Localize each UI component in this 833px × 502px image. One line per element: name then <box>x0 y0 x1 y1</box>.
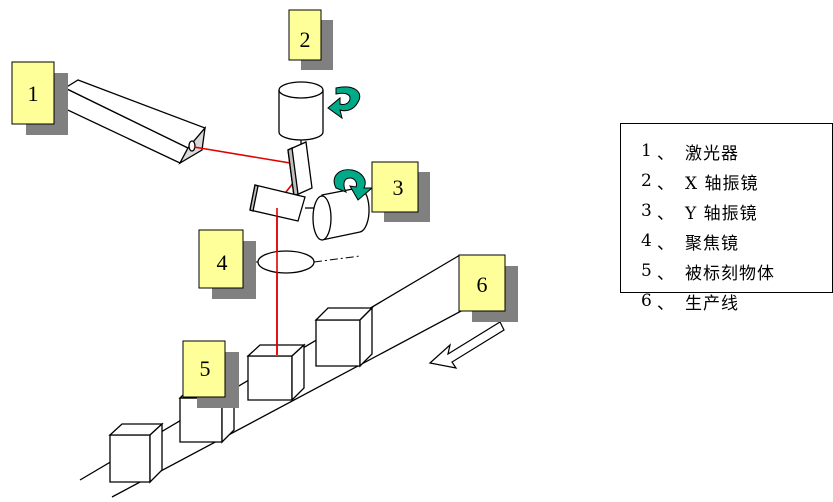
direction-arrow <box>428 321 505 369</box>
legend-item-text: 生产线 <box>685 293 739 314</box>
legend-item-text: 聚焦镜 <box>685 233 739 254</box>
callout-6: 6 <box>458 254 518 322</box>
rotation-arrow-icon <box>327 86 361 120</box>
legend-item-y-galvo: 3、Y 轴振镜 <box>641 196 832 226</box>
legend-item-x-galvo: 2、X 轴振镜 <box>641 166 832 196</box>
legend-item-text: Y 轴振镜 <box>685 203 758 224</box>
callout-5-label: 5 <box>200 356 211 381</box>
callout-4: 4 <box>198 229 256 299</box>
y-axis-galvo <box>249 184 370 241</box>
callout-6-label: 6 <box>477 272 488 297</box>
callout-4-label: 4 <box>217 250 228 275</box>
cube-4 <box>314 306 374 368</box>
legend-item-text: 激光器 <box>685 143 739 164</box>
laser <box>54 79 207 165</box>
legend-item-text: X 轴振镜 <box>685 173 759 194</box>
legend-item-production-line: 6、生产线 <box>641 286 832 316</box>
marked-objects <box>108 306 374 484</box>
legend-item-marked-object: 5、被标刻物体 <box>641 256 832 286</box>
rotation-arrow-icon <box>333 169 374 201</box>
legend-item-focusing-lens: 4、聚焦镜 <box>641 226 832 256</box>
callout-3-label: 3 <box>393 175 404 200</box>
callout-5: 5 <box>182 340 239 408</box>
callout-1-label: 1 <box>28 81 39 106</box>
cube-1 <box>108 422 164 484</box>
legend-item-laser: 1、激光器 <box>641 136 832 166</box>
callout-3: 3 <box>371 161 430 222</box>
callout-1: 1 <box>11 61 68 135</box>
focusing-lens <box>238 250 361 274</box>
cube-3 <box>246 343 306 402</box>
callout-2: 2 <box>288 9 333 70</box>
callout-2-label: 2 <box>300 27 311 52</box>
legend-box: 1、激光器 2、X 轴振镜 3、Y 轴振镜 4、聚焦镜 5、被标刻物体 6、生产… <box>620 123 833 314</box>
legend-item-text: 被标刻物体 <box>685 263 775 284</box>
x-axis-galvo <box>278 81 324 197</box>
